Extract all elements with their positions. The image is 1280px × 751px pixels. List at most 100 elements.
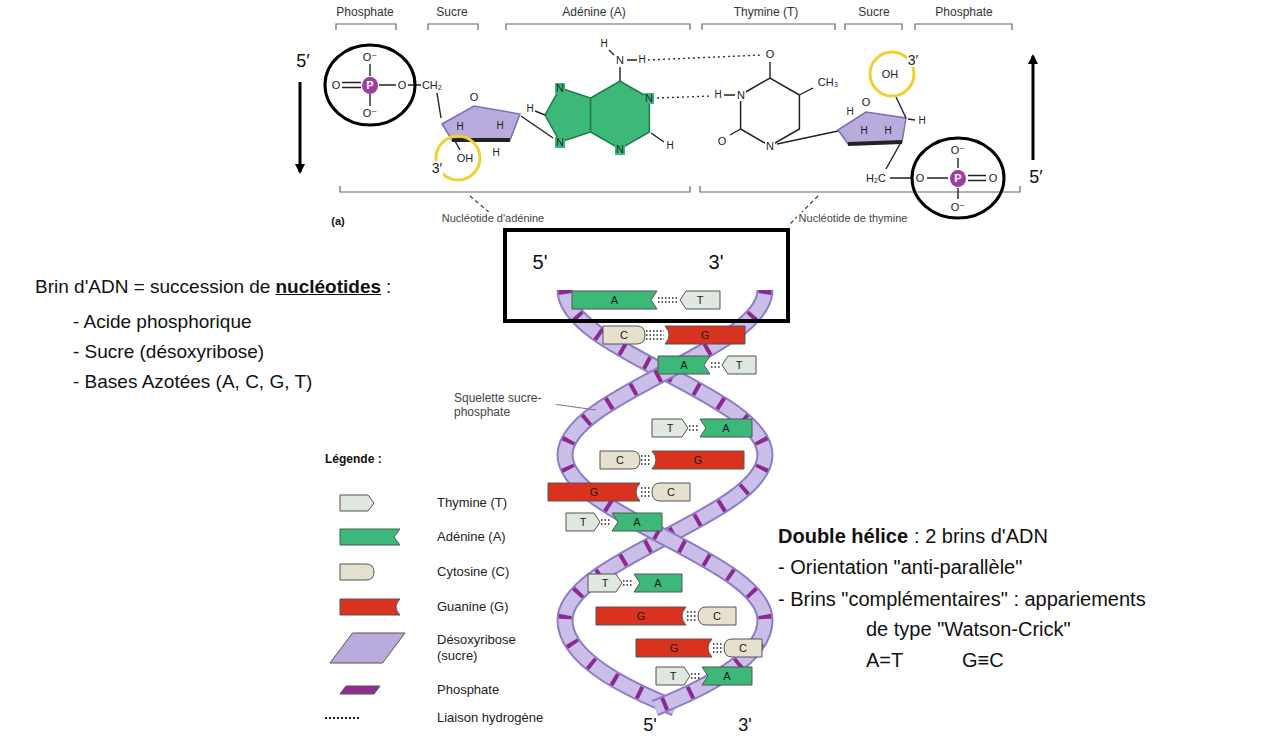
base-letter: A: [612, 513, 662, 531]
direction-arrow: [299, 82, 302, 172]
base-bar: C: [724, 639, 762, 657]
atom-label: CH₂: [421, 80, 443, 91]
legend-sample: [340, 529, 400, 545]
base-fill: [596, 607, 686, 625]
base-fill: [636, 639, 712, 657]
base-letter: G: [636, 639, 712, 657]
ring-edge: [452, 138, 510, 142]
adenine-ring: [545, 88, 591, 142]
base-fill: [612, 513, 662, 531]
base-fill: [656, 667, 690, 685]
legend-sample: [330, 633, 405, 663]
base-bar: A: [702, 667, 752, 685]
legend-fill: [340, 599, 400, 615]
base-letter: G: [665, 326, 745, 344]
base-letter: A: [634, 574, 682, 592]
legend-swatch: [340, 686, 380, 694]
column-bracket: [336, 24, 1020, 192]
atom-label: N: [555, 137, 565, 148]
base-letter: A: [572, 291, 657, 309]
hydrogen-bond: [711, 363, 721, 367]
hydrogen-bond: [691, 674, 701, 678]
text-label: A=T: [866, 648, 903, 672]
base-fill: [548, 483, 640, 501]
atom-label: H: [884, 126, 891, 136]
base-letter: T: [588, 574, 622, 592]
hydrogen-bond: [658, 298, 679, 302]
hydrogen-bond: [689, 426, 699, 430]
base-bar: G: [652, 451, 744, 469]
base-fill: [700, 419, 752, 437]
adenine-ring: [591, 81, 650, 149]
phosphorus-label: P: [950, 170, 965, 187]
base-bar: T: [722, 356, 756, 374]
base-letter: C: [603, 326, 645, 344]
base-fill: [722, 356, 756, 374]
atom-label: O: [861, 97, 872, 108]
atom-label: O⁻: [362, 52, 378, 63]
atom-label: N: [736, 90, 746, 101]
hydrogen-bond: [646, 331, 664, 339]
text-label: - Acide phosphorique: [73, 311, 252, 334]
sugar-ring: [442, 106, 906, 144]
atom-label: OH: [456, 153, 475, 164]
legend-fill: [340, 564, 374, 580]
legend-text: Guanine (G): [437, 599, 509, 615]
text-label: - Sucre (désoxyribose): [73, 341, 264, 364]
legend-sample: [340, 686, 380, 694]
atom-label: N: [615, 55, 625, 66]
base-bar: G: [665, 326, 745, 344]
atom-label: 3′: [431, 161, 443, 175]
base-bar: T: [652, 419, 688, 437]
atom-label: O⁻: [950, 145, 966, 156]
caption-label: Nucléotide d'adénine: [440, 212, 546, 225]
atom-label: H: [525, 104, 534, 114]
base-bar: C: [652, 483, 690, 501]
base-bar: G: [548, 483, 640, 501]
bond: [342, 64, 441, 118]
atom-label: H: [845, 107, 854, 117]
text-label: 5′: [296, 51, 309, 73]
text-label: 3': [738, 715, 751, 737]
atom-label: N: [644, 93, 654, 104]
legend-sample: [340, 564, 374, 580]
base-letter: G: [596, 607, 686, 625]
legend-fill: [340, 495, 374, 511]
legend-text: Désoxyribose (sucre): [437, 632, 529, 664]
atom-label: CH₃: [817, 77, 839, 88]
text-label: G≡C: [962, 648, 1004, 672]
bold-label: nucléotides: [275, 276, 381, 299]
base-fill: [634, 574, 682, 592]
legend-swatch: [325, 716, 361, 720]
atom-label: H: [860, 126, 867, 136]
base-fill: [702, 667, 752, 685]
base-fill: [724, 639, 762, 657]
legend-sample: [340, 495, 374, 511]
text-label: de type "Watson-Crick": [866, 617, 1071, 641]
legend-swatch: [340, 599, 400, 615]
hydrogen-bond: [641, 488, 651, 496]
caption-label: Squelette sucre-phosphate: [452, 391, 556, 420]
base-bar: A: [572, 291, 657, 309]
column-header: Sucre: [436, 5, 467, 19]
legend-swatch: [340, 529, 400, 545]
base-fill: [566, 513, 600, 531]
base-bar: C: [698, 607, 736, 625]
base-letter: C: [600, 451, 640, 469]
base-bar: A: [700, 419, 752, 437]
caption-label: Nucléotide de thymine: [797, 212, 910, 225]
legend-swatch: [330, 633, 405, 663]
atom-label: O: [915, 173, 926, 184]
text-label: 5': [643, 715, 656, 737]
column-header: Phosphate: [935, 5, 992, 19]
atom-label: H₂C: [865, 173, 887, 184]
atom-label: H: [665, 141, 674, 151]
legend-text: Cytosine (C): [437, 564, 509, 580]
bond: [724, 62, 838, 144]
base-bar: T: [588, 574, 622, 592]
atom-label: N: [555, 83, 565, 94]
atom-label: OH: [881, 69, 900, 80]
text-label: - Orientation "anti-parallèle": [778, 555, 1022, 579]
base-fill: [652, 451, 744, 469]
